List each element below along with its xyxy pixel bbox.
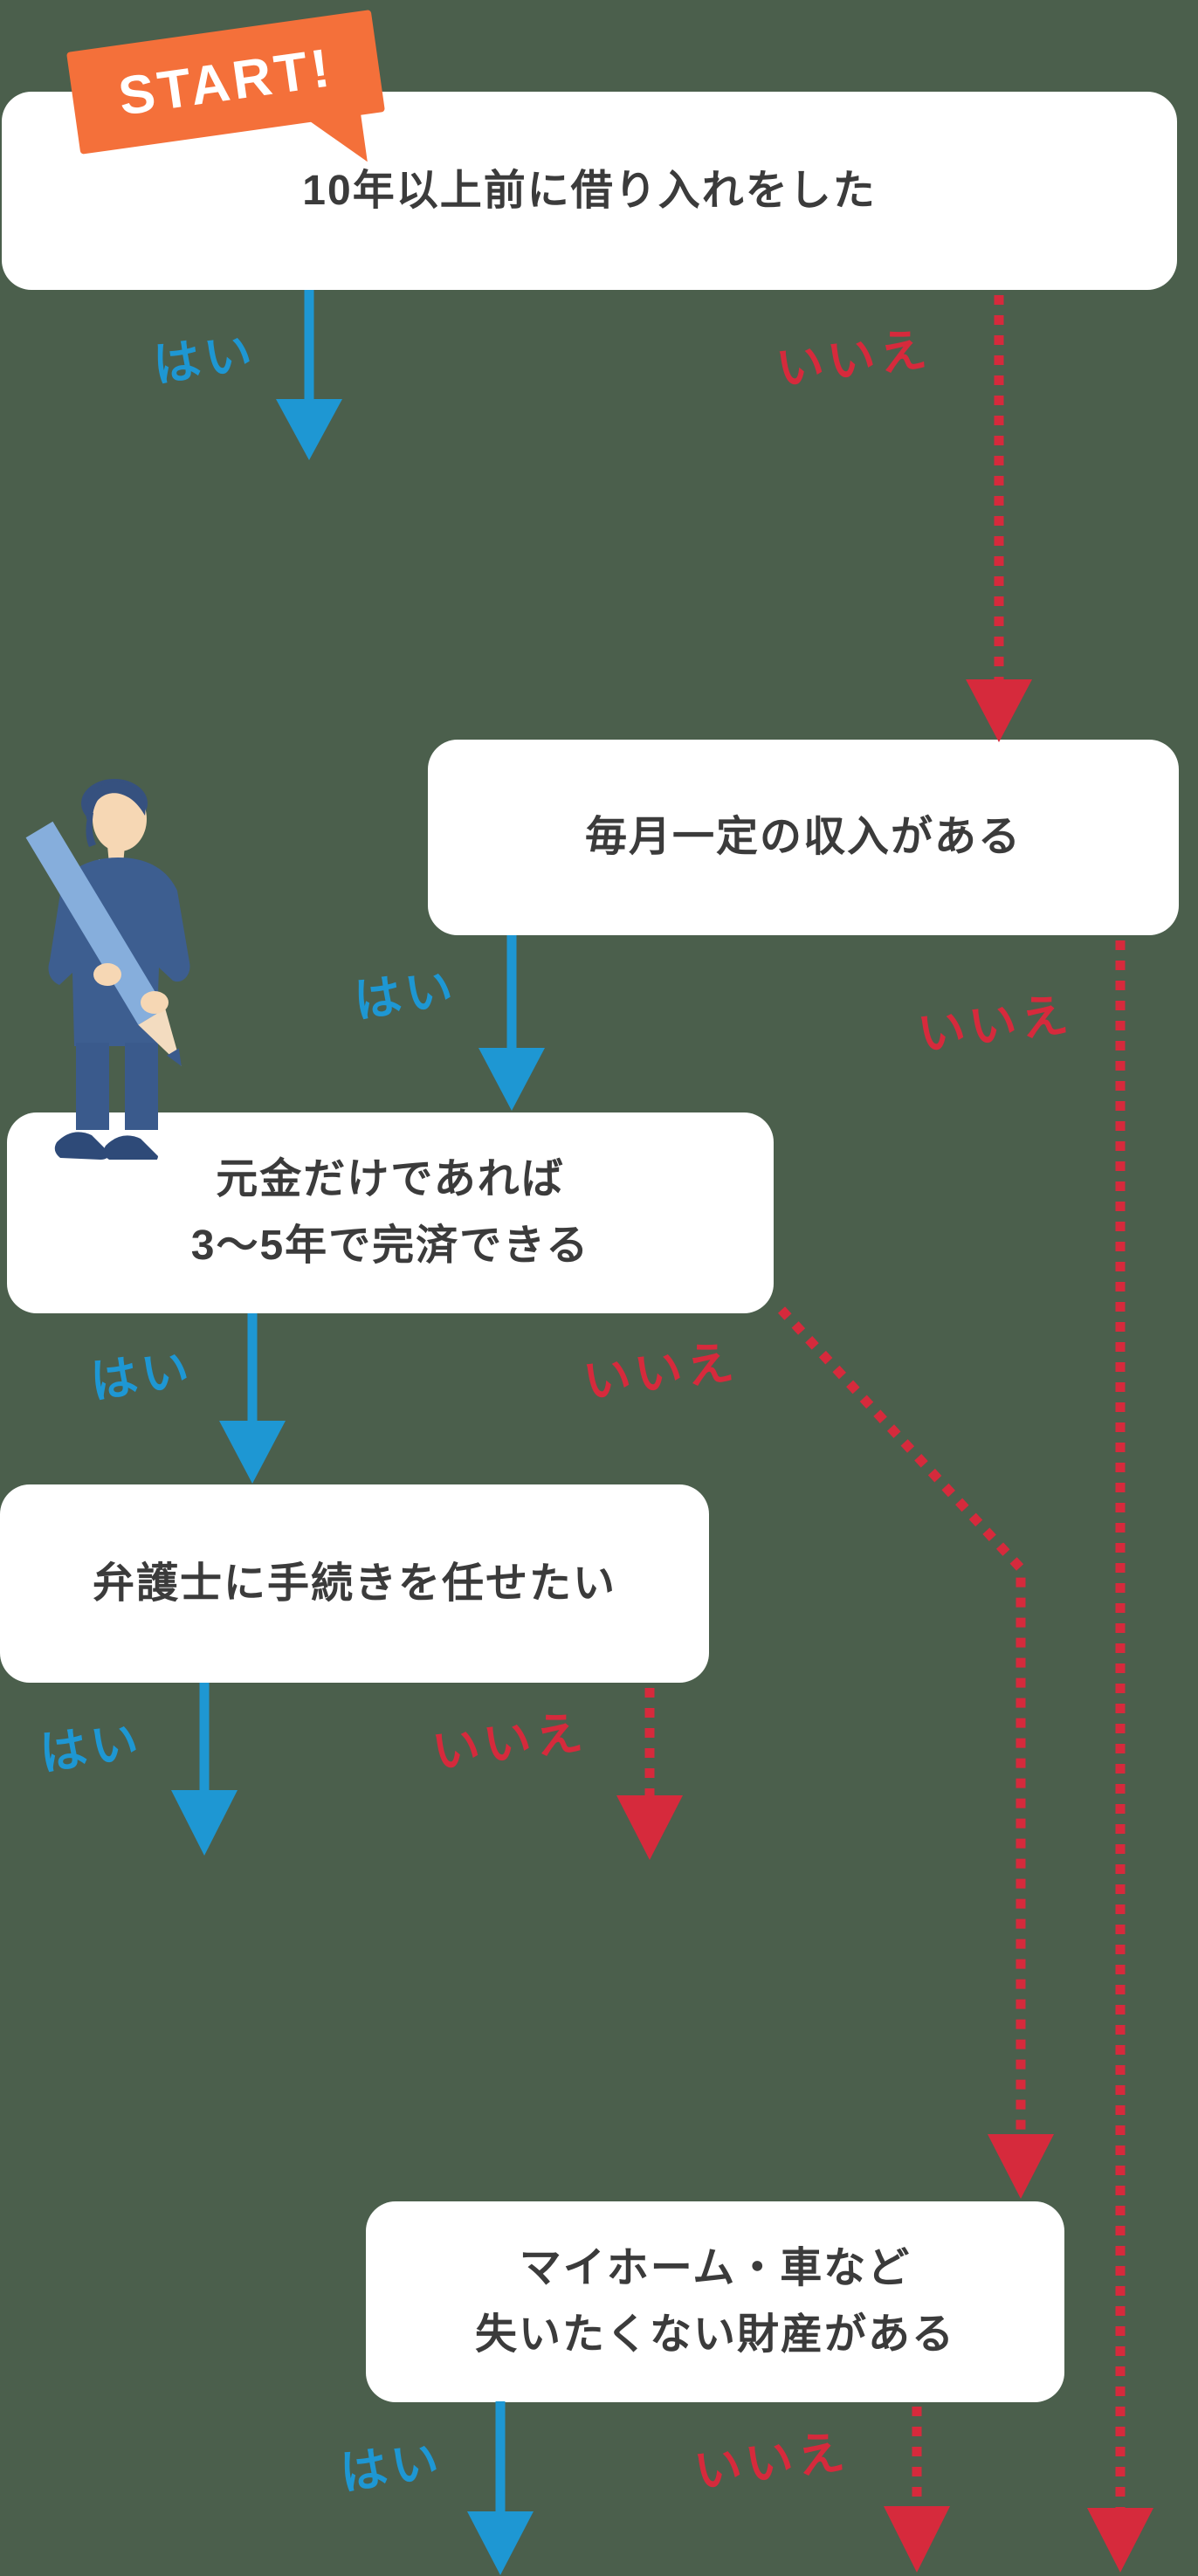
node-text: 10年以上前に借り入れをした: [302, 167, 877, 214]
node-steady-monthly-income: 毎月一定の収入がある: [428, 740, 1179, 935]
node-text: 毎月一定の収入がある: [584, 814, 1022, 860]
yes-label-q2: はい: [350, 961, 460, 1029]
start-banner: START!: [66, 10, 385, 162]
no-label-q2: いいえ: [914, 988, 1076, 1062]
no-label-q4: いいえ: [429, 1705, 590, 1780]
yes-arrow-q5: [467, 2401, 534, 2575]
node-assets-you-do-not-want-to-lose: マイホーム・車など 失いたくない財産がある: [366, 2201, 1064, 2402]
yes-label-q1: はい: [149, 326, 259, 393]
yes-arrow-q2: [479, 935, 545, 1111]
no-arrow-q2: [1087, 940, 1153, 2573]
node-text-line2: 失いたくない財産がある: [474, 2311, 955, 2358]
no-label-q1: いいえ: [773, 322, 934, 396]
no-label-q5: いいえ: [691, 2425, 852, 2499]
yes-arrow-q1: [276, 290, 342, 460]
no-label-q3: いいえ: [580, 1335, 741, 1409]
yes-arrow-q4: [171, 1683, 238, 1856]
yes-label-q5: はい: [336, 2434, 446, 2501]
businessman-with-pencil-illustration: [25, 779, 190, 1160]
no-arrow-q3: [777, 1306, 1054, 2199]
yes-label-q3: はい: [86, 1342, 196, 1409]
node-text-line2: 3〜5年で完済できる: [190, 1223, 590, 1269]
node-text-line1: マイホーム・車など: [519, 2245, 912, 2291]
yes-arrow-q3: [219, 1313, 286, 1484]
node-text: 弁護士に手続きを任せたい: [92, 1560, 616, 1607]
start-label: START!: [114, 37, 337, 127]
no-arrow-q1: [966, 295, 1032, 742]
yes-label-q4: はい: [36, 1714, 146, 1781]
no-arrow-q5: [884, 2407, 950, 2573]
node-text-line1: 元金だけであれば: [216, 1156, 565, 1202]
start-banner-tail: [306, 111, 368, 162]
node-leave-procedures-to-lawyer: 弁護士に手続きを任せたい: [0, 1484, 709, 1683]
no-arrow-q4: [616, 1688, 683, 1860]
